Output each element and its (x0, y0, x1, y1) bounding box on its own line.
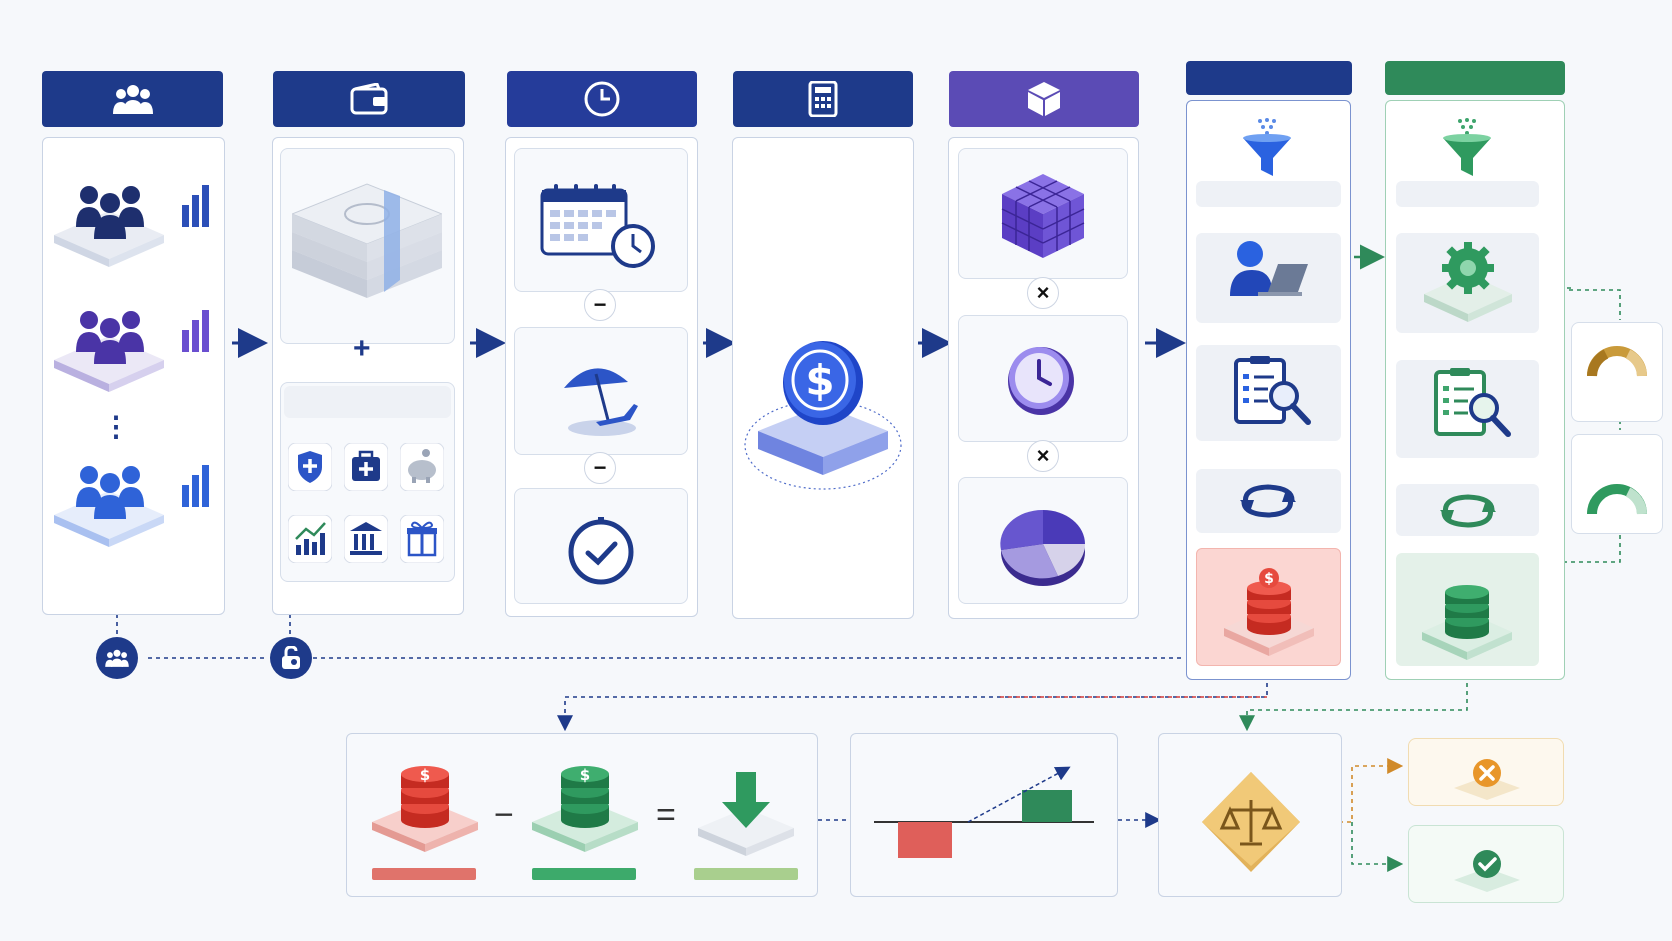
header-wallet (273, 71, 465, 127)
medkit-icon (344, 443, 388, 491)
green-gauge-icon (1587, 484, 1647, 515)
dollar-coin-icon: $ (744, 341, 902, 490)
times-operator: × (1027, 277, 1059, 309)
header-green-process (1385, 61, 1565, 95)
funnel-green-icon (1443, 118, 1491, 176)
header-calculator (733, 71, 913, 127)
svg-text:$: $ (805, 356, 834, 405)
check-clock-icon (568, 517, 634, 585)
shield-icon (288, 443, 332, 491)
green-bar (532, 868, 636, 880)
red-stack-bottom-icon: $ (372, 766, 478, 852)
people-node-icon (96, 637, 138, 679)
calculator-icon (808, 81, 838, 117)
person-laptop-icon (1230, 241, 1308, 296)
result-bar (694, 868, 798, 880)
gauge-card-green (1571, 434, 1663, 534)
cash-stack-icon (292, 183, 442, 298)
red-coin-stack-icon: $ (1224, 568, 1314, 656)
variance-chart-icon (874, 766, 1094, 858)
refresh-card (1196, 469, 1341, 533)
clock-header-icon (584, 81, 620, 117)
times-operator-2: × (1027, 440, 1059, 472)
cube-icon (1028, 82, 1060, 116)
approve-icon (1454, 850, 1520, 892)
growth-chart-icon (288, 515, 332, 563)
clipboard-search-green-icon (1434, 368, 1511, 437)
team-navy-icon (54, 185, 209, 267)
piggy-bank-icon (400, 443, 444, 491)
green-stack-bottom-icon: $ (532, 766, 638, 852)
refresh-blue-icon (1240, 484, 1296, 518)
benefits-card-header (284, 386, 451, 418)
variance-panel (850, 733, 1118, 897)
reject-icon (1454, 759, 1520, 800)
svg-text:$: $ (1264, 571, 1274, 587)
header-clock (507, 71, 697, 127)
minus-operator-2: − (584, 452, 616, 484)
gold-gauge-icon (1587, 346, 1647, 377)
calendar-clock-icon (540, 184, 655, 268)
ellipsis: ⋮ (102, 411, 130, 442)
pie-chart-icon (1000, 509, 1086, 586)
equals-sign: = (656, 796, 676, 834)
benefits-grid (284, 435, 454, 575)
svg-text:$: $ (580, 766, 590, 784)
cube-grid-icon (1001, 174, 1085, 258)
svg-text:$: $ (420, 766, 430, 784)
header-people (42, 71, 223, 127)
green-gear-icon (1424, 242, 1512, 322)
bank-icon (344, 515, 388, 563)
refresh-green-icon (1440, 494, 1496, 528)
green-coin-stack-icon (1422, 585, 1512, 660)
lock-node-icon (270, 637, 312, 679)
vacation-umbrella-icon (564, 368, 638, 436)
header-blue-process (1186, 61, 1352, 95)
gift-icon (400, 515, 444, 563)
plus-sign: + (353, 332, 371, 365)
purple-clock-icon (1008, 347, 1074, 415)
minus-sign: − (494, 796, 514, 834)
wallet-icon (350, 83, 388, 115)
red-bar (372, 868, 476, 880)
header-cube (949, 71, 1139, 127)
minus-operator: − (584, 289, 616, 321)
scales-decision-icon (1202, 772, 1300, 872)
clipboard-search-icon (1234, 356, 1311, 425)
funnel-blue-icon (1243, 118, 1291, 176)
team-blue-icon (54, 465, 209, 547)
down-arrow-result-icon (698, 772, 794, 856)
people-icon (112, 85, 153, 114)
green-funnel-label-bar (1396, 181, 1539, 207)
team-purple-icon (54, 310, 209, 392)
gauge-card-gold (1571, 322, 1663, 422)
funnel-label-bar (1196, 181, 1341, 207)
